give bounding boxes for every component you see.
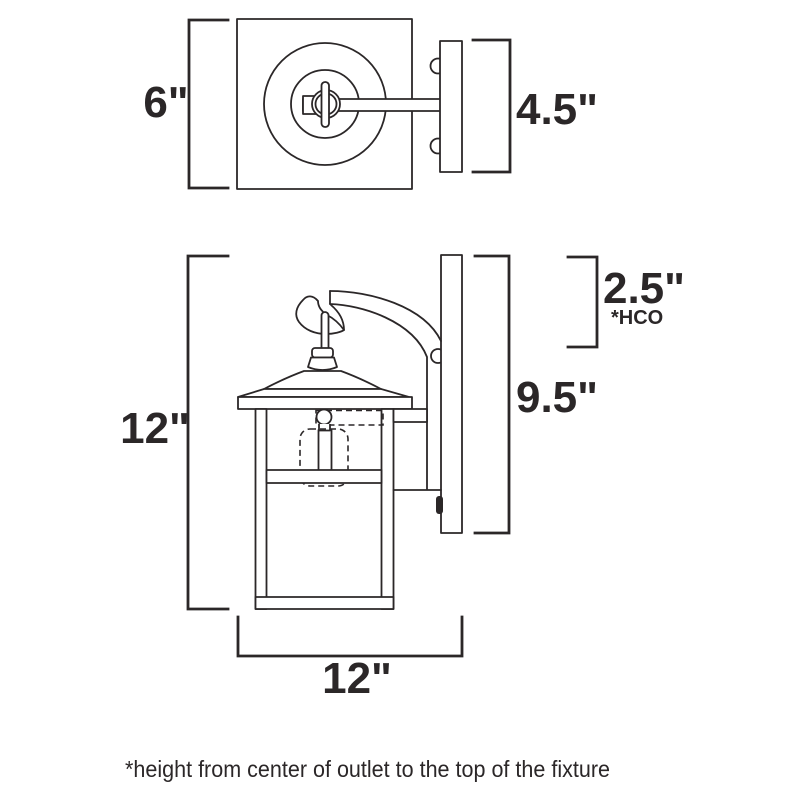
dimension-bracket-2-5in — [566, 255, 599, 349]
lantern-lid — [237, 396, 413, 410]
dimension-label-12in-height: 12" — [120, 404, 190, 453]
backplate-clip — [436, 496, 443, 514]
dimension-bracket-12in-height — [186, 254, 230, 611]
center-crossbar — [320, 81, 330, 128]
bulb-hidden-outline — [299, 428, 349, 487]
dimension-label-hco: *HCO — [611, 307, 663, 329]
body-crossbar — [265, 469, 383, 484]
dimension-bracket-9-5in — [473, 254, 511, 535]
dimension-label-9-5in: 9.5" — [516, 373, 598, 422]
dimension-bracket-6in — [187, 18, 230, 190]
body-bottom-band — [254, 596, 395, 610]
socket-ball — [315, 408, 333, 426]
finial-skirt — [307, 356, 338, 371]
dimension-label-2-5in: 2.5" — [603, 264, 685, 313]
hook-scroll — [295, 295, 345, 335]
backplate-top-view — [439, 40, 463, 173]
arm-outer-curve — [329, 290, 442, 342]
backplate-side-view — [440, 254, 463, 534]
dimension-bracket-12in-width — [236, 615, 464, 658]
side-view: 12" — [120, 254, 685, 703]
dimension-label-6in: 6" — [143, 78, 188, 127]
dimension-bracket-4-5in — [471, 38, 512, 174]
socket-tube — [317, 429, 333, 471]
finial-neck — [311, 347, 334, 359]
body-rail-left — [254, 408, 268, 610]
hco-footnote: *height from center of outlet to the top… — [125, 756, 610, 782]
upper-mount-bar — [392, 408, 428, 423]
dimension-label-4-5in: 4.5" — [516, 85, 598, 134]
arm-hood-flare — [330, 304, 345, 331]
dimension-label-12in-width: 12" — [322, 654, 392, 703]
top-view: 6" 4.5" — [143, 18, 598, 190]
body-rail-right — [380, 408, 395, 610]
roof-skirt — [237, 388, 410, 398]
arm-inner-curve-and-post — [329, 303, 428, 490]
roof-upper-cone — [263, 370, 382, 390]
